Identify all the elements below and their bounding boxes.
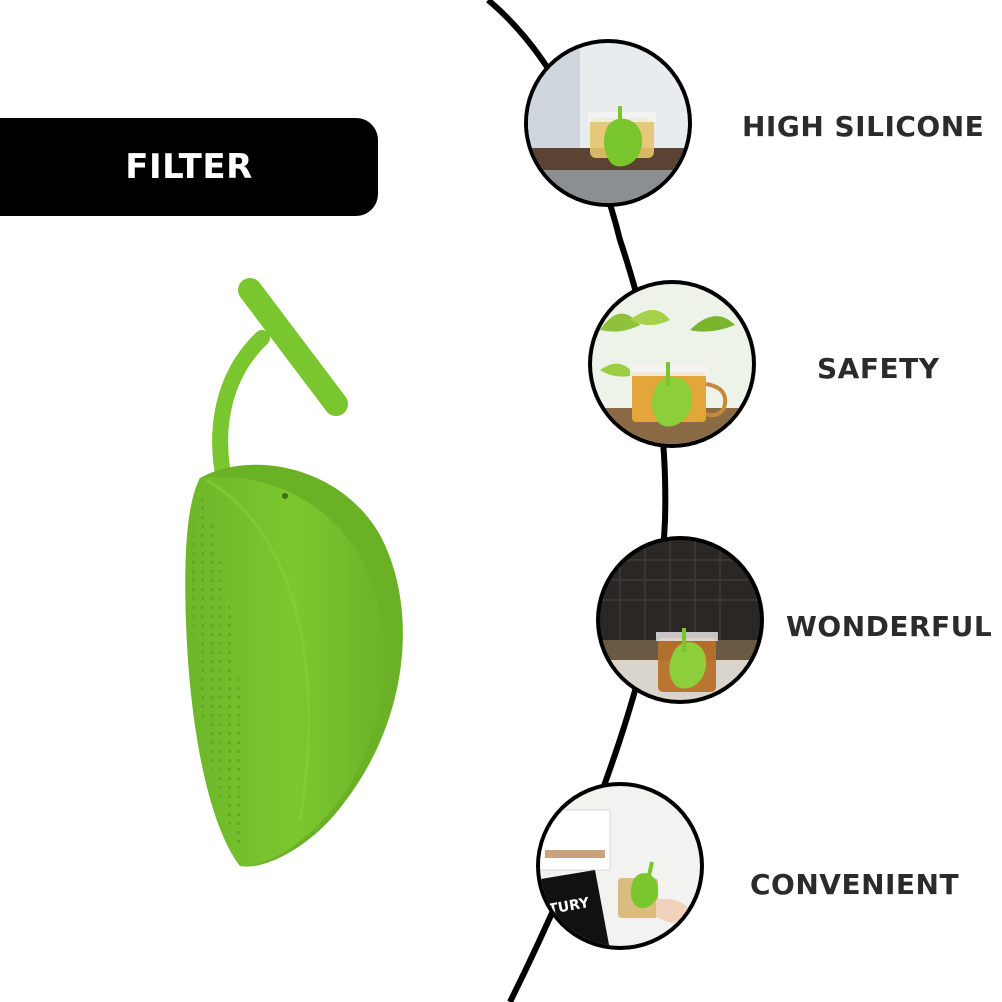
photo-circle-convenient: TURY	[536, 782, 704, 950]
feature-label-convenient: CONVENIENT	[750, 868, 960, 901]
feature-label-high-silicone: HIGH SILICONE	[742, 110, 985, 143]
filter-banner	[0, 118, 378, 216]
filter-banner-label: FILTER	[125, 147, 253, 187]
photo-circle-safety	[588, 280, 756, 448]
leaf-tea-infuser-icon	[185, 278, 403, 867]
photo-circle-wonderful	[596, 536, 764, 704]
feature-label-wonderful: WONDERFUL	[786, 610, 993, 643]
feature-label-safety: SAFETY	[817, 352, 940, 385]
svg-text:TURY: TURY	[547, 895, 591, 918]
